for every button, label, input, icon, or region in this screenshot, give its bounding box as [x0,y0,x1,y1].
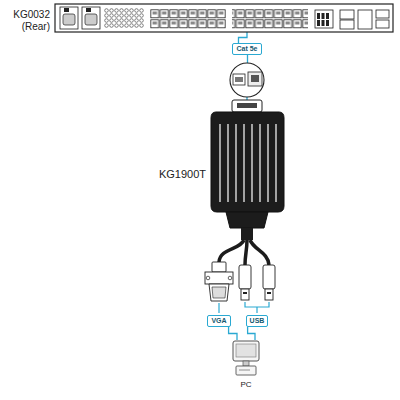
adapter-body [211,100,284,265]
label-text: VGA [211,317,226,325]
plug-leaders [219,302,269,313]
part-name: KG1900T [132,168,206,181]
port-label: VGA [207,315,230,327]
kvm-switch: KG0032 (Rear) [55,4,393,32]
cable-line [238,32,247,43]
cable-line [229,327,237,340]
computer: PC [231,340,261,377]
cable-label: Cat 5e [232,43,261,55]
usb-plugs [239,265,275,300]
label-text: USB [250,317,265,325]
cable-line [248,327,255,340]
part-name: PC [221,380,271,389]
pc-icon [233,341,259,375]
adapter-module: KG1900T [212,100,283,228]
label-text: Cat 5e [236,45,257,53]
port-label: USB [246,315,269,327]
port-magnifier [230,63,264,97]
vga-connector [205,262,233,301]
switch-rear-panel [55,4,393,32]
part-name: KG0032 (Rear) [2,9,50,32]
